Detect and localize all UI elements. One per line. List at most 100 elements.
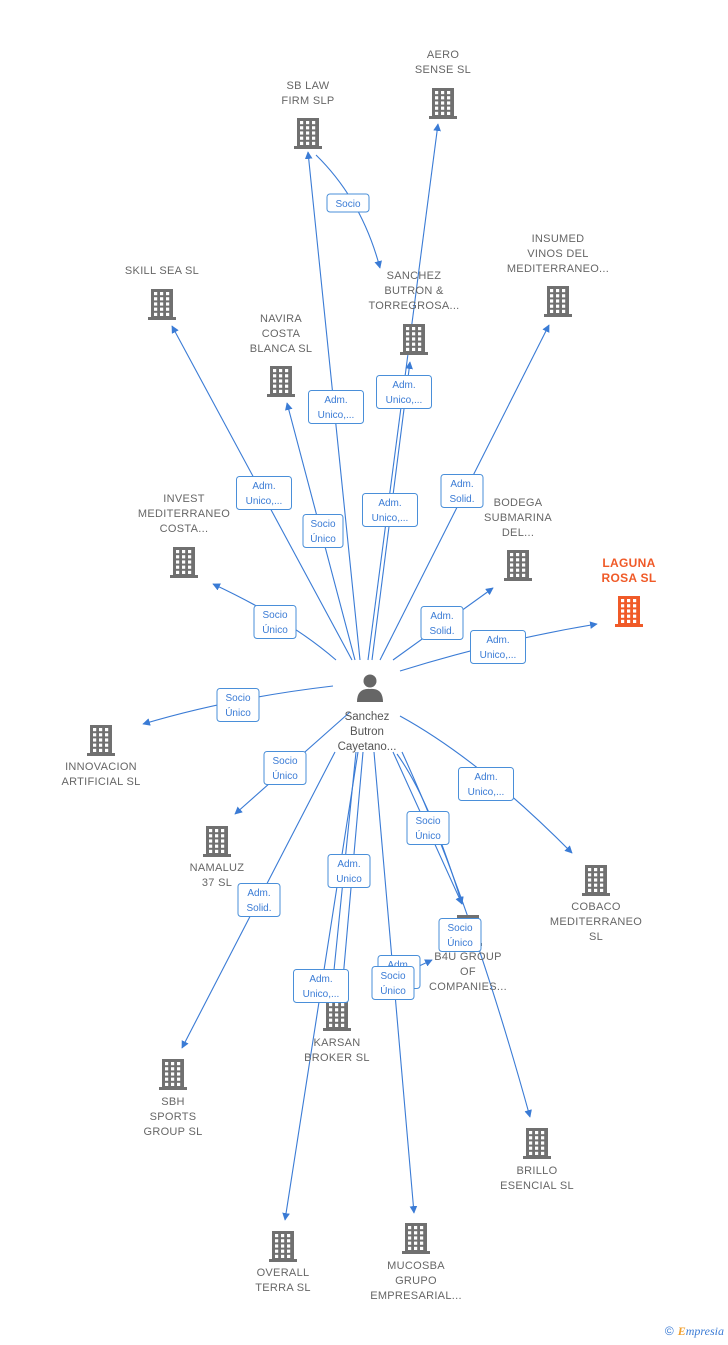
- company-node-skill-sea[interactable]: SKILL SEA SL: [125, 265, 199, 320]
- edge-label-cobaco[interactable]: Adm.Unico,...: [458, 767, 514, 801]
- brand-name: mpresia: [685, 1324, 724, 1338]
- edge-label-text: Único: [225, 706, 251, 719]
- building-icon[interactable]: [544, 286, 572, 317]
- edge-label-insumed[interactable]: Adm.Solid.: [440, 474, 484, 508]
- edge-label-text: Adm.: [387, 960, 410, 971]
- building-icon[interactable]: [504, 550, 532, 581]
- edge-label-overall[interactable]: Adm.Unico,...: [293, 969, 349, 1003]
- company-label-line: ARTIFICIAL SL: [61, 776, 140, 788]
- edge-label-text: Adm.: [486, 635, 509, 646]
- company-node-invest-mediterraneo[interactable]: INVEST MEDITERRANEO COSTA...: [138, 493, 230, 578]
- building-icon[interactable]: [429, 88, 457, 119]
- company-label-line: BRILLO: [517, 1165, 558, 1177]
- company-label-line: VINOS DEL: [527, 248, 588, 260]
- building-icon[interactable]: [294, 118, 322, 149]
- building-icon[interactable]: [615, 596, 643, 627]
- edge-label-text: Único: [380, 984, 406, 997]
- edge-labels-layer: SocioAdm.Unico,...Adm.Unico,...Adm.Unico…: [216, 193, 526, 1003]
- company-label-line: COSTA: [262, 328, 301, 340]
- company-node-mucosba[interactable]: MUCOSBAGRUPOEMPRESARIAL...: [370, 1223, 462, 1302]
- company-label-line: BLANCA SL: [250, 343, 313, 355]
- footer-brand[interactable]: ©Empresia: [665, 1324, 724, 1339]
- edge-label-text: Unico,...: [386, 395, 423, 406]
- building-icon[interactable]: [148, 289, 176, 320]
- person-node[interactable]: SanchezButronCayetano...: [338, 674, 397, 754]
- building-icon[interactable]: [269, 1231, 297, 1262]
- edge-label-text: Solid.: [429, 626, 454, 637]
- company-label-line: SKILL SEA SL: [125, 265, 199, 277]
- company-label-line: GROUP SL: [143, 1126, 202, 1138]
- company-label-line: LAGUNA: [602, 556, 655, 570]
- company-label-line: SENSE SL: [415, 64, 471, 76]
- company-label-line: COSTA...: [160, 523, 209, 535]
- company-label-line: SB LAW: [287, 80, 330, 92]
- company-label-line: TERRA SL: [255, 1282, 311, 1294]
- building-icon[interactable]: [582, 865, 610, 896]
- building-icon[interactable]: [523, 1128, 551, 1159]
- company-label-line: OF: [460, 966, 476, 978]
- edge-label-skill-sea[interactable]: Adm.Unico,...: [236, 476, 292, 510]
- edge-label-bodega[interactable]: Adm.Solid.: [420, 606, 464, 640]
- building-icon[interactable]: [87, 725, 115, 756]
- building-icon[interactable]: [323, 1000, 351, 1031]
- person-icon: [357, 674, 383, 702]
- company-label-line: BODEGA: [494, 497, 543, 509]
- edge-label-sblaw-sanchez[interactable]: Socio: [326, 193, 370, 213]
- edge-label-text: Adm.: [392, 380, 415, 391]
- edge-label-text: Solid.: [246, 903, 271, 914]
- edge-label-text: Socio: [380, 971, 405, 982]
- company-node-bodega-submarina[interactable]: BODEGASUBMARINADEL...: [484, 497, 552, 581]
- edge-label-text: Unico,...: [480, 650, 517, 661]
- company-label-line: KARSAN: [313, 1037, 360, 1049]
- edge-label-text: Socio: [225, 693, 250, 704]
- building-icon[interactable]: [203, 826, 231, 857]
- company-label-line: NAMALUZ: [190, 862, 245, 874]
- company-label-line: EMPRESARIAL...: [370, 1290, 462, 1302]
- edge-label-text: Único: [415, 829, 441, 842]
- edge-label-karsan-adm[interactable]: Adm.Unico: [327, 854, 371, 888]
- edge-label-sbh[interactable]: Adm.Solid.: [237, 883, 281, 917]
- building-icon[interactable]: [159, 1059, 187, 1090]
- edge-label-text: Unico,...: [246, 496, 283, 507]
- building-icon[interactable]: [402, 1223, 430, 1254]
- edge-label-laguna[interactable]: Adm. Unico,...: [470, 630, 526, 664]
- edge-label-navira[interactable]: Adm.Unico,...: [308, 390, 364, 424]
- edge-label-text: Adm.: [474, 772, 497, 783]
- company-label-line: MEDITERRANEO: [138, 508, 230, 520]
- edge-label-text: Adm.: [337, 859, 360, 870]
- company-label-line: GRUPO: [395, 1275, 437, 1287]
- person-label-line: Cayetano...: [338, 741, 397, 753]
- building-icon[interactable]: [267, 366, 295, 397]
- building-icon[interactable]: [400, 324, 428, 355]
- edge-label-aero[interactable]: Adm.Unico,...: [362, 493, 418, 527]
- building-icon[interactable]: [170, 547, 198, 578]
- brand-logo-letter: E: [677, 1324, 686, 1338]
- company-label-line: SUBMARINA: [484, 512, 552, 524]
- person-label-line: Butron: [350, 726, 384, 738]
- copyright-symbol: ©: [664, 1324, 674, 1338]
- edge-label-torregrosa[interactable]: Adm. Unico,...: [376, 375, 432, 409]
- company-label-line: INVEST: [163, 493, 205, 505]
